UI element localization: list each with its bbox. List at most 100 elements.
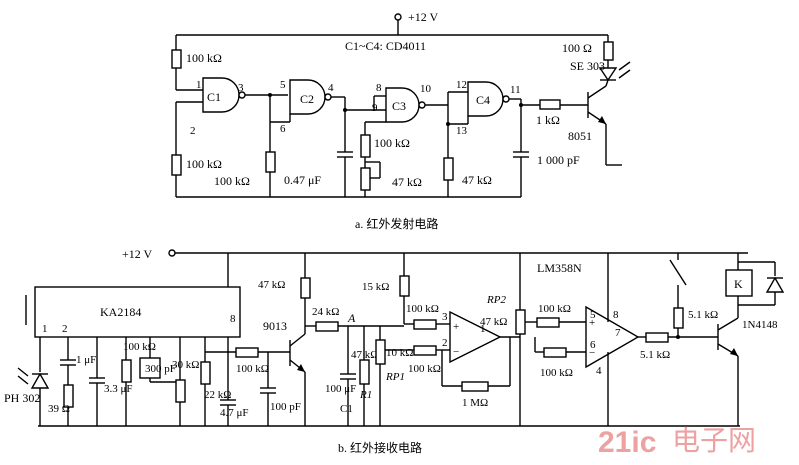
resistor-100k-a bbox=[121, 359, 132, 383]
svg-text:2: 2 bbox=[442, 337, 448, 349]
resistor-r5 bbox=[443, 157, 454, 181]
svg-text:11: 11 bbox=[510, 84, 521, 96]
resistor-15k bbox=[399, 275, 410, 297]
svg-text:47 kΩ: 47 kΩ bbox=[392, 175, 422, 189]
resistor-5k1-b bbox=[645, 332, 669, 343]
svg-text:1N4148: 1N4148 bbox=[742, 319, 778, 331]
svg-text:1: 1 bbox=[42, 323, 48, 335]
svg-text:R1: R1 bbox=[359, 389, 372, 401]
svg-text:−: − bbox=[453, 346, 459, 358]
resistor-r4 bbox=[360, 134, 371, 158]
resistor-100k-b bbox=[235, 347, 259, 358]
svg-text:300 pF: 300 pF bbox=[145, 363, 176, 375]
svg-text:C3: C3 bbox=[392, 99, 406, 113]
resistor-r2 bbox=[171, 154, 182, 176]
receiver-circuit: +12 V KA2184 1 2 8 PH 302 1 μF 39 Ω 3.3 bbox=[4, 247, 785, 455]
relay-k bbox=[725, 269, 753, 297]
svg-text:+: + bbox=[589, 317, 595, 329]
svg-text:100 Ω: 100 Ω bbox=[562, 41, 592, 55]
supply-terminal-a bbox=[394, 13, 402, 21]
svg-text:100 kΩ: 100 kΩ bbox=[214, 174, 250, 188]
svg-text:5.1 kΩ: 5.1 kΩ bbox=[640, 349, 670, 361]
svg-text:LM358N: LM358N bbox=[537, 261, 582, 275]
svg-text:47 kΩ: 47 kΩ bbox=[258, 279, 285, 291]
svg-text:1 MΩ: 1 MΩ bbox=[462, 397, 488, 409]
svg-text:47 kΩ: 47 kΩ bbox=[462, 173, 492, 187]
potentiometer-47k bbox=[360, 167, 371, 191]
svg-text:100 kΩ: 100 kΩ bbox=[123, 341, 156, 353]
diode-1n4148 bbox=[765, 276, 785, 293]
resistor-100k-d bbox=[413, 345, 437, 356]
svg-text:4: 4 bbox=[328, 82, 334, 94]
svg-text:1: 1 bbox=[480, 323, 486, 335]
svg-text:6: 6 bbox=[590, 339, 596, 351]
svg-text:+: + bbox=[453, 321, 459, 333]
photodiode bbox=[30, 372, 50, 389]
svg-text:5: 5 bbox=[280, 79, 286, 91]
watermark-brand: 21ic bbox=[598, 426, 656, 459]
svg-text:8: 8 bbox=[376, 82, 382, 94]
resistor-24k bbox=[315, 321, 339, 332]
svg-text:1 000 pF: 1 000 pF bbox=[537, 153, 580, 167]
ic-ka2184 bbox=[34, 286, 241, 338]
svg-text:7: 7 bbox=[615, 327, 621, 339]
svg-text:1 μF: 1 μF bbox=[76, 354, 96, 366]
svg-text:C2: C2 bbox=[300, 92, 314, 106]
svg-text:−: − bbox=[589, 347, 595, 359]
svg-text:C1: C1 bbox=[340, 403, 353, 415]
caption-a: a. 红外发射电路 bbox=[355, 216, 438, 231]
svg-text:24 kΩ: 24 kΩ bbox=[312, 306, 339, 318]
resistor-100ohm bbox=[603, 41, 614, 61]
resistor-r1-top bbox=[171, 49, 182, 69]
svg-text:100 kΩ: 100 kΩ bbox=[408, 363, 441, 375]
svg-text:0.47 μF: 0.47 μF bbox=[284, 173, 321, 187]
svg-text:K: K bbox=[734, 277, 743, 291]
svg-text:10: 10 bbox=[420, 83, 432, 95]
svg-text:RP2: RP2 bbox=[486, 294, 506, 306]
svg-text:KA2184: KA2184 bbox=[100, 305, 141, 319]
svg-text:100 kΩ: 100 kΩ bbox=[236, 363, 269, 375]
svg-text:6: 6 bbox=[280, 123, 286, 135]
potentiometer-30k bbox=[175, 379, 186, 403]
svg-text:SE 303: SE 303 bbox=[570, 59, 605, 73]
svg-text:9: 9 bbox=[372, 102, 378, 114]
svg-text:100 kΩ: 100 kΩ bbox=[538, 303, 571, 315]
svg-text:47 kΩ: 47 kΩ bbox=[480, 316, 507, 328]
opamp-1 bbox=[449, 310, 502, 364]
svg-text:15 kΩ: 15 kΩ bbox=[362, 281, 389, 293]
capacitor-300p bbox=[139, 357, 161, 379]
watermark-site: 电子网 bbox=[672, 424, 756, 457]
resistor-100k-e bbox=[536, 317, 560, 328]
svg-text:2: 2 bbox=[62, 323, 68, 335]
resistor-100k-c bbox=[413, 319, 437, 330]
resistor-r3 bbox=[265, 151, 276, 173]
svg-text:1: 1 bbox=[196, 79, 202, 91]
svg-text:5.1 kΩ: 5.1 kΩ bbox=[688, 309, 718, 321]
supply-label-a: +12 V bbox=[408, 10, 439, 24]
svg-text:2: 2 bbox=[190, 125, 196, 137]
svg-text:22 kΩ: 22 kΩ bbox=[204, 389, 231, 401]
potentiometer-rp1 bbox=[375, 339, 386, 365]
svg-text:8051: 8051 bbox=[568, 129, 592, 143]
svg-text:A: A bbox=[347, 311, 356, 325]
opamp-2 bbox=[585, 305, 640, 369]
svg-text:10 kΩ: 10 kΩ bbox=[386, 347, 413, 359]
infrared-led bbox=[598, 67, 618, 82]
resistor-47k-c bbox=[300, 277, 311, 299]
svg-text:4: 4 bbox=[596, 365, 602, 377]
svg-text:12: 12 bbox=[456, 79, 467, 91]
svg-text:100 kΩ: 100 kΩ bbox=[186, 157, 222, 171]
svg-text:4.7 μF: 4.7 μF bbox=[220, 407, 249, 419]
svg-text:100 pF: 100 pF bbox=[270, 401, 301, 413]
svg-text:RP1: RP1 bbox=[385, 371, 405, 383]
svg-text:100 kΩ: 100 kΩ bbox=[540, 367, 573, 379]
svg-text:39 Ω: 39 Ω bbox=[48, 403, 70, 415]
svg-text:100 kΩ: 100 kΩ bbox=[186, 51, 222, 65]
reed-switch bbox=[669, 259, 687, 286]
svg-text:5: 5 bbox=[590, 309, 596, 321]
resistor-r1 bbox=[359, 359, 370, 385]
svg-text:100 kΩ: 100 kΩ bbox=[374, 136, 410, 150]
resistor-1k bbox=[539, 99, 561, 110]
svg-text:9013: 9013 bbox=[263, 319, 287, 333]
